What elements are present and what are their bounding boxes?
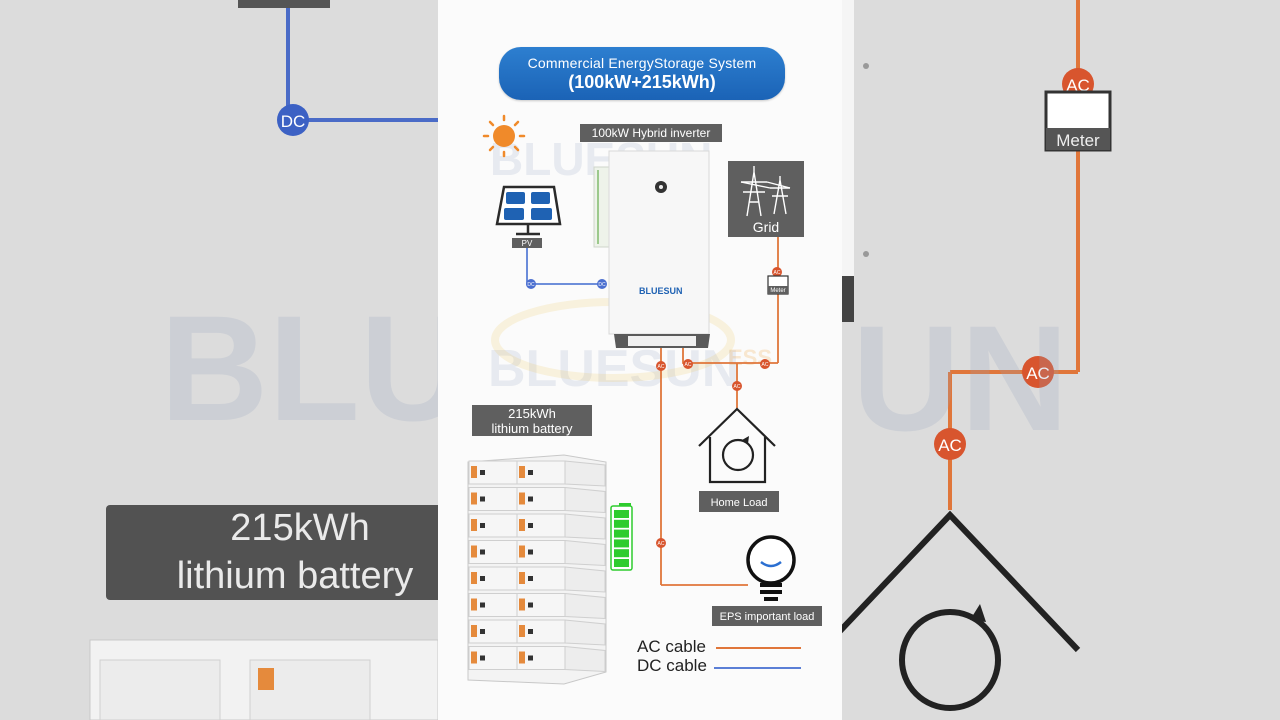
- legend-dc-label: DC cable: [637, 656, 707, 675]
- battery-module: [468, 513, 606, 540]
- battery-cell: [614, 559, 629, 567]
- pv-label: PV: [522, 239, 533, 248]
- battery-cell: [614, 510, 629, 518]
- battery-label-line2: lithium battery: [492, 421, 573, 436]
- meter-label: Meter: [770, 288, 785, 294]
- eps-load-tag: [712, 606, 822, 626]
- meter-icon: Meter: [767, 275, 789, 295]
- light-bulb-icon: [746, 535, 796, 601]
- bg-dc-label: DC: [281, 112, 306, 131]
- battery-cell: [614, 539, 629, 548]
- bg-ac-node-low: [934, 428, 966, 460]
- battery-label-line1: 215kWh: [508, 406, 556, 421]
- dc-node-pv-label: DC: [527, 282, 535, 288]
- background-left: DC BLUE 215kWh lithium battery: [0, 0, 438, 720]
- battery-module: [468, 645, 606, 673]
- title-line2: (100kW+215kWh): [568, 72, 716, 92]
- home-load-tag: [699, 491, 779, 512]
- grid-label: Grid: [753, 219, 779, 235]
- sun-icon: [482, 114, 526, 158]
- background-right-art: AC Meter AC AC UN: [842, 0, 1112, 711]
- pv-tag: [512, 238, 542, 248]
- grid-box: [728, 161, 804, 237]
- bg-battery-line1: 215kWh: [230, 507, 369, 549]
- ac-node-meter-label: AC: [774, 270, 781, 276]
- eps-load-label: EPS important load: [720, 611, 815, 623]
- ac-node-inverter-label: AC: [685, 362, 692, 368]
- dc-node-pv: [526, 279, 536, 289]
- home-load-label: Home Load: [711, 497, 768, 509]
- battery-module: [468, 539, 606, 567]
- battery-module: [468, 619, 606, 646]
- battery-module: [468, 486, 606, 514]
- dc-node-inverter-label: DC: [598, 282, 606, 288]
- battery-rack: [467, 454, 607, 685]
- ac-node-eps-label: AC: [658, 364, 665, 370]
- battery-cell: [614, 549, 629, 558]
- bg-watermark: BLUE: [160, 284, 438, 452]
- dc-cable: [526, 248, 603, 285]
- battery-tag: [472, 405, 592, 436]
- battery-module: [468, 592, 606, 620]
- background-left-art: DC BLUE 215kWh lithium battery: [89, 0, 438, 720]
- ac-node-eps-low-label: AC: [658, 541, 665, 547]
- battery-module: [468, 566, 606, 593]
- background-right: AC Meter AC AC UN: [842, 0, 1280, 720]
- bg-pv-tag: [238, 0, 330, 8]
- solar-panel-icon: [495, 185, 562, 236]
- ac-nodes: AC AC AC AC AC AC: [656, 267, 782, 548]
- inverter-brand: BLUESUN: [639, 286, 683, 296]
- inverter-tag: [580, 124, 722, 142]
- dc-node-inverter: [597, 279, 607, 289]
- bg-house-roof: [842, 510, 1081, 653]
- title-line1: Commercial EnergyStorage System: [527, 55, 757, 71]
- legend-ac-label: AC cable: [637, 637, 706, 656]
- title-banner: Commercial EnergyStorage System (100kW+2…: [499, 47, 785, 100]
- battery-module: [468, 460, 606, 487]
- bg-ac-label-low: AC: [938, 436, 962, 455]
- bg-ac-label-mid: AC: [1026, 364, 1050, 383]
- battery-cell: [614, 519, 629, 528]
- home-load-icon: [698, 407, 776, 484]
- hybrid-inverter: BLUESUN: [593, 150, 710, 348]
- bg-watermark-right: UN: [852, 294, 1069, 462]
- inverter-label: 100kW Hybrid inverter: [592, 126, 711, 140]
- diagram-card: BLUESUN BLUESUN ESS: [438, 0, 842, 720]
- watermark-mid: BLUESUN: [488, 340, 739, 398]
- battery-cell: [614, 529, 629, 538]
- transmission-tower-icon: [740, 166, 791, 217]
- system-diagram: BLUESUN BLUESUN ESS: [467, 114, 822, 685]
- ac-node-grid-label: AC: [762, 362, 769, 368]
- bg-dc-node: [277, 104, 309, 136]
- bg-battery-line2: lithium battery: [177, 555, 414, 597]
- battery-level-icon: [610, 503, 633, 571]
- bg-meter-label: Meter: [1056, 131, 1100, 150]
- bg-ac-node-mid: [1022, 356, 1054, 388]
- ac-node-home-label: AC: [734, 384, 741, 390]
- bg-ac-label-top: AC: [1066, 76, 1090, 95]
- bg-battery-tag: [106, 505, 438, 600]
